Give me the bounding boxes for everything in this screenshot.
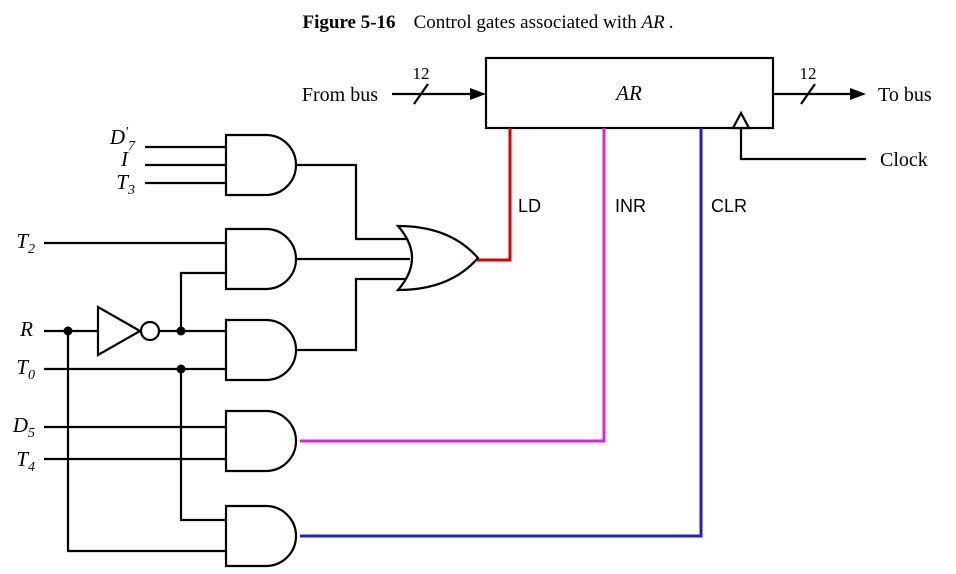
wire-r-not-to-gate2	[179, 271, 226, 331]
clock-label: Clock	[880, 149, 928, 171]
junction-dot	[176, 326, 186, 336]
input-label-t3: T3	[116, 170, 135, 198]
ld-label: LD	[518, 196, 541, 216]
to-bus-label: To bus	[878, 84, 932, 106]
input-label-t0: T0	[16, 355, 35, 383]
clock-wire	[739, 128, 866, 161]
figure-title-register: AR	[640, 12, 666, 33]
ar-register-label: AR	[614, 81, 642, 105]
from-bus-width-label: 12	[413, 64, 430, 83]
to-bus-width-slash	[800, 83, 816, 105]
input-label-d7: D'7	[109, 125, 136, 154]
clr-control-line	[300, 128, 703, 538]
input-label-r: R	[19, 317, 33, 341]
wire-t0-to-clr-gate	[179, 369, 226, 522]
figure-caption: Figure 5-16 Control gates associated wit…	[303, 12, 674, 33]
figure-title-prefix: Control gates associated with	[414, 12, 642, 33]
junction-dot	[176, 364, 186, 374]
to-bus-width-label: 12	[800, 64, 817, 83]
input-label-t4: T4	[16, 447, 35, 475]
to-bus-arrowhead	[850, 88, 866, 100]
from-bus-arrowhead	[470, 88, 486, 100]
input-label-i: I	[120, 147, 129, 171]
figure-title-suffix: .	[669, 12, 674, 33]
junction-dot	[63, 326, 73, 336]
clr-label: CLR	[711, 196, 747, 216]
and-gate-clr	[224, 504, 298, 568]
and-gate-2	[224, 227, 298, 291]
wire-r-to-clr-gate	[66, 331, 226, 553]
input-label-d5: D5	[12, 413, 35, 441]
from-bus-width-slash	[413, 83, 429, 105]
input-label-t2: T2	[16, 229, 35, 257]
wire-gate1-to-or	[296, 163, 406, 241]
inr-label: INR	[615, 196, 646, 216]
inr-control-line	[300, 128, 606, 443]
from-bus-label: From bus	[302, 84, 378, 106]
ar-register-box	[484, 56, 775, 130]
and-gate-3	[224, 318, 298, 382]
and-gate-inr	[224, 409, 298, 473]
not-gate-bubble	[139, 320, 161, 342]
or-gate	[395, 224, 480, 292]
and-gate-1	[224, 133, 298, 197]
ld-control-line	[477, 128, 512, 262]
wire-gate3-to-or	[296, 277, 406, 352]
not-gate	[96, 305, 143, 357]
figure-number: Figure 5-16	[303, 12, 396, 33]
